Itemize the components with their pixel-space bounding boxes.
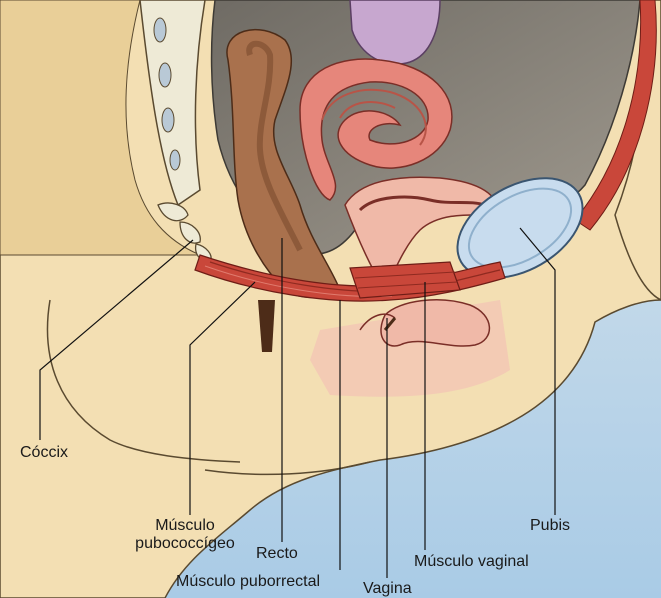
label-musculo-vaginal: Músculo vaginal	[414, 553, 529, 571]
label-pubis: Pubis	[530, 517, 570, 535]
label-coccix: Cóccix	[20, 444, 68, 462]
label-musculo-pubococcigeo-line2: pubococcígeo	[135, 535, 235, 552]
label-recto: Recto	[256, 545, 298, 563]
label-musculo-pubococcigeo-line1: Músculo	[155, 517, 215, 534]
label-musculo-pubococcigeo: Músculo pubococcígeo	[120, 517, 250, 552]
labia	[381, 300, 489, 346]
label-musculo-puborrectal: Músculo puborrectal	[176, 573, 320, 591]
label-vagina: Vagina	[363, 580, 412, 598]
